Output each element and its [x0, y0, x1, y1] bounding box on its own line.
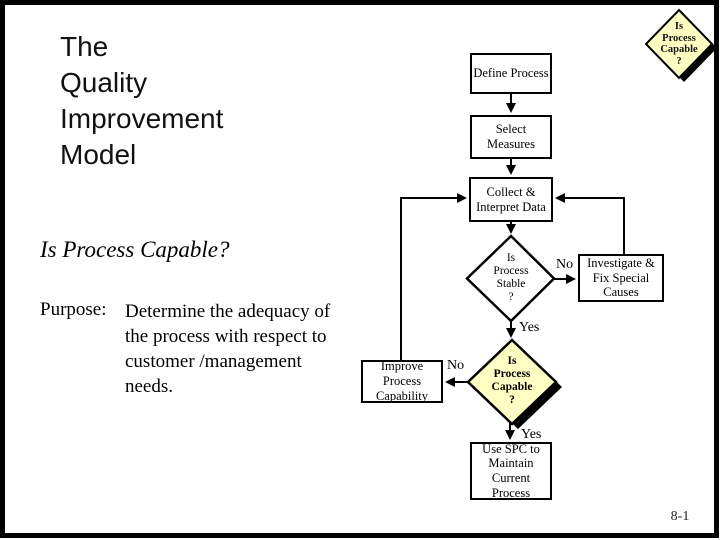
purpose-text-line: the process with respect to [125, 326, 327, 347]
label-is-process-capable: Is Process Capable ? [491, 355, 533, 407]
slide-title-line: Model [60, 139, 137, 170]
slide-subtitle: Is Process Capable? [40, 237, 230, 262]
purpose-text-line: Determine the adequacy of [125, 301, 331, 322]
edge-label-capable-yes: Yes [521, 427, 542, 442]
node-improve-process-capability: Improve Process Capability [361, 359, 443, 403]
diamond-is-process-capable [466, 338, 558, 426]
edge-investigate-collect [555, 193, 625, 254]
diamond-is-process-stable [465, 234, 556, 323]
node-define-process: Define Process [470, 53, 552, 94]
purpose-text-line: customer /management [125, 351, 302, 372]
edge-label-capable-no: No [447, 358, 465, 373]
logo-diamond-label: Is Process Capable ? [660, 21, 698, 67]
slide-title-line: Improvement [60, 103, 224, 134]
node-collect-interpret-data: Collect & Interpret Data [469, 177, 553, 222]
page-number: 8-1 [670, 509, 690, 524]
node-select-measures: Select Measures [470, 115, 552, 159]
node-use-spc-maintain: Use SPC to Maintain Current Process [470, 442, 552, 500]
slide-title-line: The [60, 31, 109, 62]
edge-improve-collect [400, 193, 467, 360]
purpose-text: Determine the adequacy of the process wi… [125, 299, 330, 399]
purpose-label: Purpose: [40, 299, 107, 320]
slide-title: The Quality Improvement Model [60, 29, 223, 173]
node-investigate-fix-special-causes: Investigate & Fix Special Causes [578, 254, 664, 302]
logo-diamond [644, 8, 714, 80]
purpose-text-line: needs. [125, 376, 174, 397]
label-is-process-stable: Is Process Stable ? [493, 252, 529, 304]
slide-title-line: Quality [60, 67, 148, 98]
edge-label-stable-yes: Yes [519, 320, 540, 335]
edge-label-stable-no: No [556, 257, 574, 272]
